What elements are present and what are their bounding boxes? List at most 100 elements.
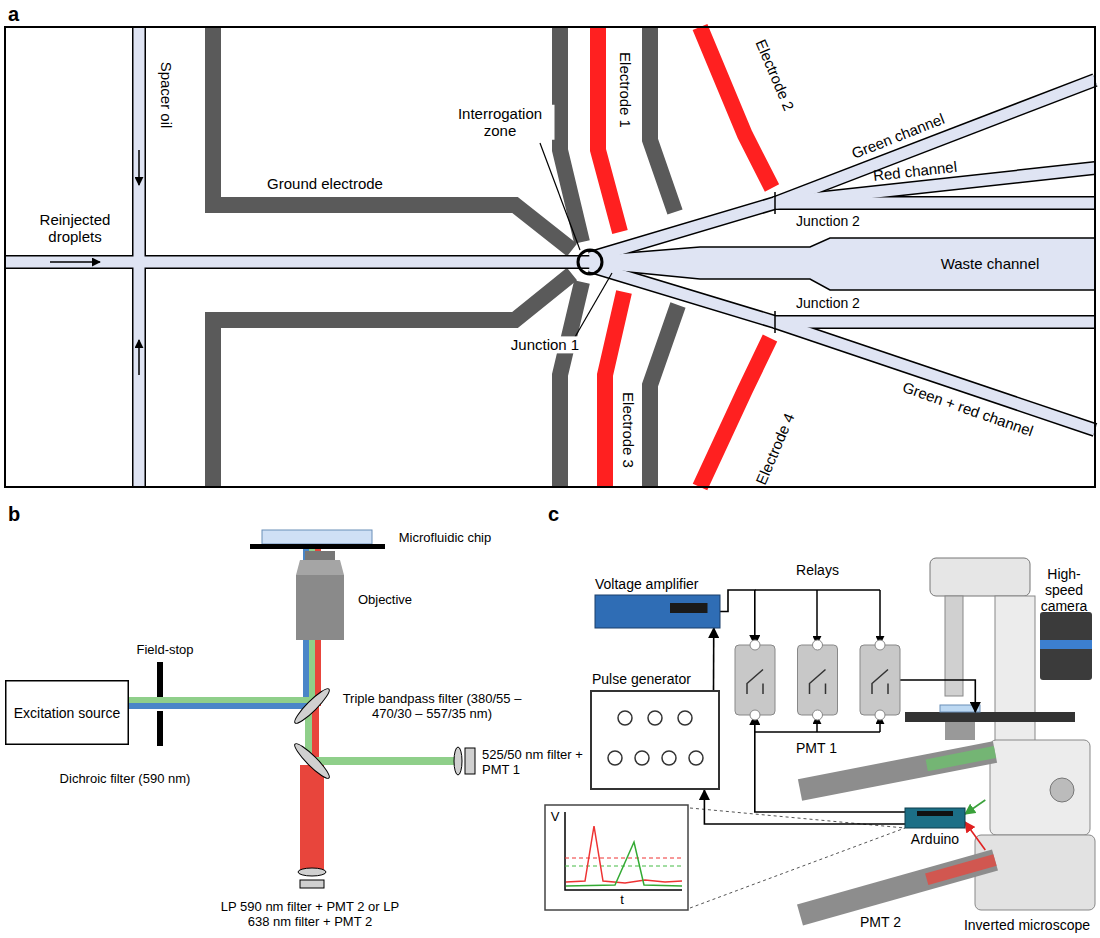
flow-arrow (50, 261, 100, 263)
pmt-tube-shape (927, 860, 995, 879)
panel-letter: c (548, 503, 559, 526)
objective-lens (296, 575, 344, 640)
optical-filter (298, 868, 326, 876)
optical-filter (454, 747, 462, 775)
light-beam (125, 703, 312, 709)
microscope-drawing (905, 712, 1075, 722)
channel-fill (5, 257, 592, 268)
flow-arrow (138, 340, 140, 375)
pmt-tube-shape (927, 752, 995, 765)
objective-lens (305, 551, 335, 560)
relay-bus (879, 590, 881, 644)
optical-filter (300, 880, 324, 888)
inlet-label: Reinjected droplets (28, 211, 123, 246)
channel-wall (132, 27, 146, 487)
signal-graph (565, 858, 682, 859)
pulse-generator-box-shape (608, 751, 622, 765)
channel-fill (5, 27, 1095, 487)
ground-electrode (650, 305, 678, 487)
axis-label: V (551, 810, 560, 825)
leader-line (540, 143, 612, 337)
filter-label: Triple bandpass filter (380/55 – 470/30 … (342, 692, 522, 722)
channel-label: Green channel (849, 110, 947, 162)
node-label: Arduino (911, 831, 959, 847)
pmt-tube-shape (800, 860, 995, 915)
amplifier-box-shape (595, 595, 720, 628)
pulse-generator-box-shape (648, 711, 662, 725)
relay-bus (816, 590, 818, 644)
electrode-label: Electrode 2 (752, 37, 798, 114)
microscope-drawing (990, 740, 1090, 835)
inlet-label: Spacer oil (157, 62, 174, 129)
light-beam (125, 697, 312, 703)
signal-connector (900, 680, 975, 712)
pulse-generator-box: Pulse generator (590, 690, 720, 790)
pulse-generator-box-shape (689, 751, 703, 765)
ground-electrode (650, 27, 675, 212)
channel-wall (775, 322, 1095, 430)
light-source-box-shape (6, 681, 129, 745)
signal-graph (566, 842, 682, 886)
part-label: Field-stop (136, 643, 193, 658)
node-label: Relays (796, 562, 839, 578)
flow-arrow (138, 150, 140, 185)
relay-group-shape (875, 640, 885, 650)
pulse-generator-box-shape (635, 751, 649, 765)
relay-group-shape (747, 670, 763, 695)
junction-tick (774, 192, 776, 214)
microscope-drawing (940, 705, 980, 712)
pmt-tube: PMT 2 (790, 850, 1000, 930)
signal-graph (545, 805, 688, 910)
light-beam (312, 706, 319, 762)
channel-label: Green + red channel (900, 378, 1035, 439)
relay-group-shape (750, 640, 760, 650)
waste-channel (600, 240, 1095, 288)
part-label: Objective (358, 593, 412, 608)
ground-electrode (213, 27, 572, 250)
microscope-drawing (1040, 612, 1092, 680)
filter-label: Dichroic filter (590 nm) (60, 772, 191, 787)
chip-on-stage (250, 530, 385, 549)
signal-graph (690, 808, 905, 828)
microscope-drawing (945, 722, 975, 740)
electrode-label: Electrode 3 (619, 392, 636, 468)
signal-connector (965, 822, 985, 850)
waste-channel (588, 238, 1095, 290)
ground-electrode (560, 282, 582, 487)
channel-wall (5, 255, 592, 269)
flow-arrow (50, 150, 139, 375)
axis-label: t (620, 893, 624, 908)
field-stop (157, 711, 163, 746)
leader-line (540, 143, 580, 250)
amplifier-box-shape (670, 603, 708, 613)
pmt-tube-shape (800, 752, 995, 790)
node-label: Pulse generator (592, 671, 691, 687)
pulse-generator-box-shape (678, 711, 692, 725)
channel-wall (5, 27, 1095, 487)
light-beam (312, 757, 455, 765)
microscope-drawing (1040, 640, 1092, 649)
electrode-label: Electrode 4 (752, 411, 798, 488)
channel-fill (775, 80, 1095, 203)
field-stop (157, 662, 163, 746)
channel-fill (134, 27, 145, 487)
relay-group: Relays (735, 645, 900, 715)
arduino-board-shape (905, 808, 965, 828)
signal-graph (565, 812, 682, 890)
node-label: Voltage amplifier (595, 576, 699, 592)
panel-letter: a (8, 3, 19, 26)
junction-label: Junction 2 (796, 213, 860, 229)
signal-connector (720, 590, 755, 645)
junction-label: Junction 1 (509, 336, 581, 353)
junction-label: Junction 2 (796, 295, 860, 311)
relay-group-shape (750, 710, 760, 720)
part-label: Microfluidic chip (399, 531, 491, 546)
pulse-generator-box-shape (590, 690, 720, 790)
ground-electrode (560, 27, 582, 242)
leader-line (575, 273, 612, 337)
ground-electrode (213, 274, 572, 487)
interrogation-circle (578, 250, 602, 274)
node-label: PMT 1 (796, 740, 837, 756)
